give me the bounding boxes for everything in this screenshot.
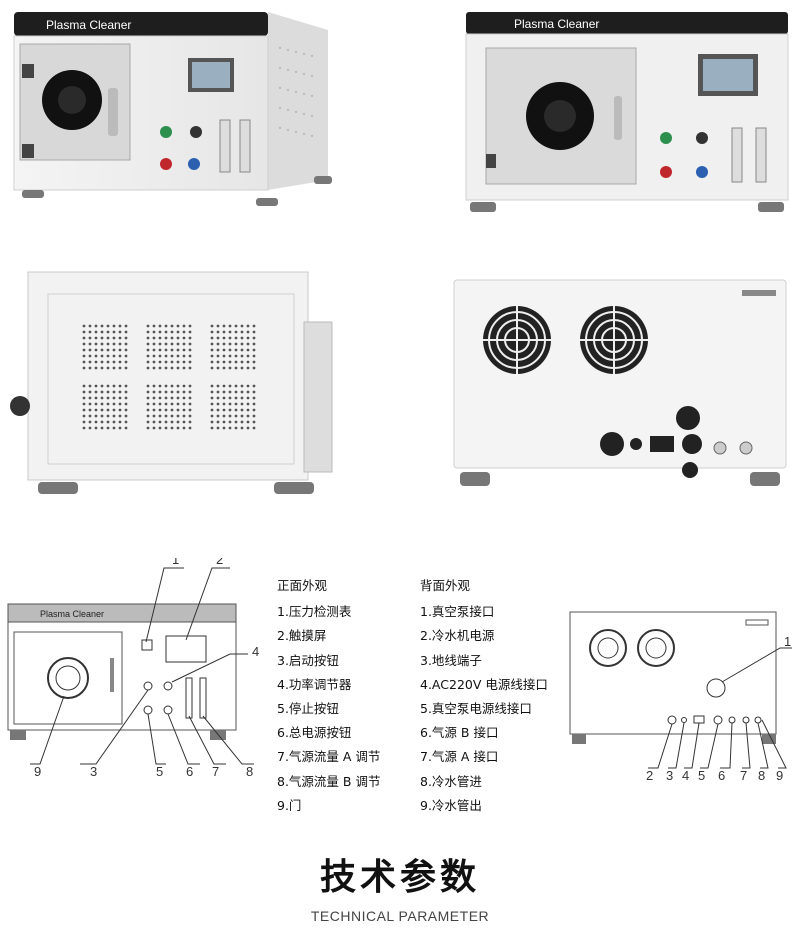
front-label-list: 正面外观 1.压力检测表 2.触摸屏 3.启动按钮 4.功率调节器 5.停止按钮… <box>277 574 380 818</box>
list-item: 7.气源 A 接口 <box>420 749 499 765</box>
list-item: 4.功率调节器 <box>277 676 352 692</box>
front-callout-5: 5 <box>156 764 163 779</box>
list-item: 9.门 <box>277 797 302 813</box>
back-callout-4: 4 <box>682 768 689 783</box>
front-callout-4: 4 <box>252 644 259 659</box>
back-callout-3: 3 <box>666 768 673 783</box>
front-callout-9: 9 <box>34 764 41 779</box>
back-callout-8: 8 <box>758 768 765 783</box>
brand-label: Plasma Cleaner <box>46 18 131 32</box>
list-item: 4.AC220V 电源线接口 <box>420 676 548 692</box>
front-heading: 正面外观 <box>277 578 328 593</box>
front-callout-2: 2 <box>216 558 223 567</box>
back-callout-7: 7 <box>740 768 747 783</box>
back-callout-5: 5 <box>698 768 705 783</box>
vent-holes <box>82 324 256 430</box>
back-diagram: 1 2 3 4 5 6 7 8 9 <box>569 611 792 783</box>
front-callout-8: 8 <box>246 764 253 779</box>
front-view-photo: Plasma Cleaner <box>13 12 332 206</box>
list-item: 3.地线端子 <box>420 652 482 668</box>
back-callout-9: 9 <box>776 768 783 783</box>
fan-right <box>580 306 648 374</box>
front-straight-photo: Plasma Cleaner <box>465 12 789 212</box>
back-callout-1: 1 <box>784 634 791 649</box>
back-callout-6: 6 <box>718 768 725 783</box>
section-subtitle: TECHNICAL PARAMETER <box>310 908 490 924</box>
list-item: 3.启动按钮 <box>277 652 339 668</box>
list-item: 5.停止按钮 <box>277 701 339 717</box>
list-item: 1.真空泵接口 <box>420 604 495 620</box>
back-callout-2: 2 <box>646 768 653 783</box>
front-callout-6: 6 <box>186 764 193 779</box>
side-view-photo <box>10 271 333 494</box>
back-label-list: 背面外观 1.真空泵接口 2.冷水机电源 3.地线端子 4.AC220V 电源线… <box>420 574 548 818</box>
front-callout-7: 7 <box>212 764 219 779</box>
list-item: 2.触摸屏 <box>277 628 327 644</box>
front-callout-1: 1 <box>172 558 179 567</box>
diagram-brand: Plasma Cleaner <box>40 609 104 619</box>
section-title: 技术参数 <box>319 857 480 898</box>
front-callout-3: 3 <box>90 764 97 779</box>
list-item: 5.真空泵电源线接口 <box>420 701 532 717</box>
back-heading: 背面外观 <box>420 578 471 593</box>
list-item: 1.压力检测表 <box>277 604 352 620</box>
list-item: 6.总电源按钮 <box>277 725 352 741</box>
list-item: 8.冷水管进 <box>420 773 482 789</box>
list-item: 6.气源 B 接口 <box>420 725 499 741</box>
fan-left <box>483 306 551 374</box>
front-diagram: Plasma Cleaner 1 2 3 4 5 6 7 8 9 <box>7 558 259 779</box>
brand-label-2: Plasma Cleaner <box>514 17 599 31</box>
list-item: 8.气源流量 B 调节 <box>277 773 381 789</box>
back-view-photo <box>453 279 787 486</box>
list-item: 9.冷水管出 <box>420 797 482 813</box>
list-item: 7.气源流量 A 调节 <box>277 749 381 765</box>
list-item: 2.冷水机电源 <box>420 628 495 644</box>
